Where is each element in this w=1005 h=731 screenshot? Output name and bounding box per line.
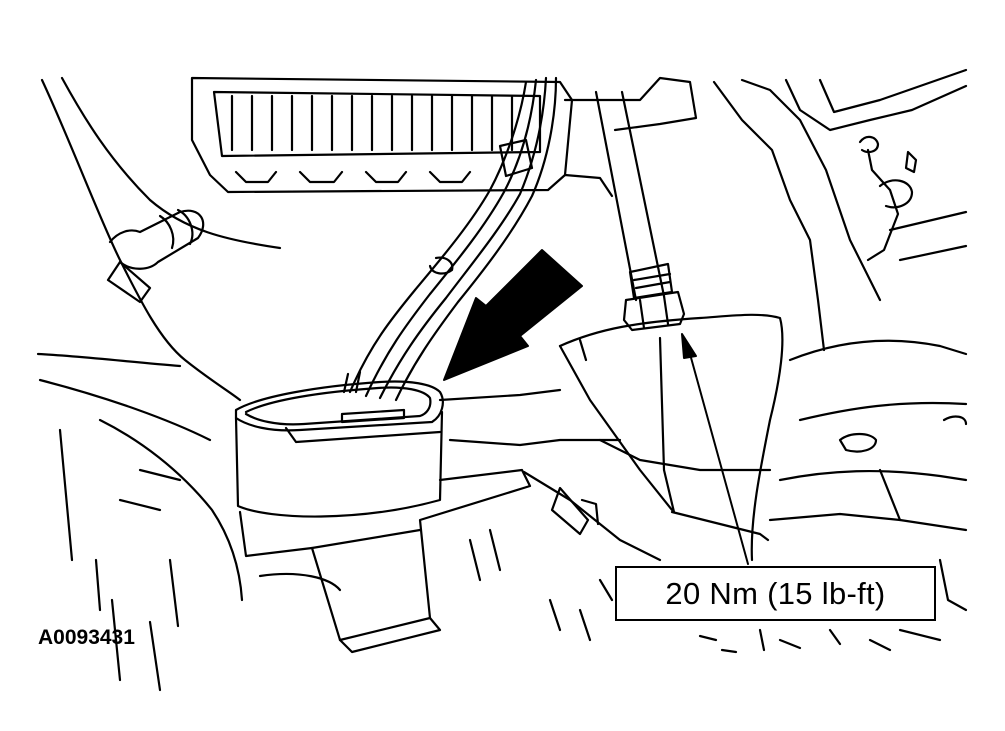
torque-specification-box: 20 Nm (15 lb-ft) xyxy=(615,566,936,621)
right-body-structure xyxy=(712,68,968,612)
pointer-arrow-icon xyxy=(681,333,749,565)
left-body-structure xyxy=(36,76,282,692)
center-bracket xyxy=(438,313,784,562)
harness-connector xyxy=(234,370,444,518)
wire-harness xyxy=(348,76,558,402)
electronic-module xyxy=(190,76,698,198)
mounting-bracket xyxy=(238,468,662,654)
surface-detail-lines xyxy=(118,468,942,654)
figure-reference-number: A0093431 xyxy=(38,626,135,649)
thick-arrow-icon xyxy=(443,249,583,381)
